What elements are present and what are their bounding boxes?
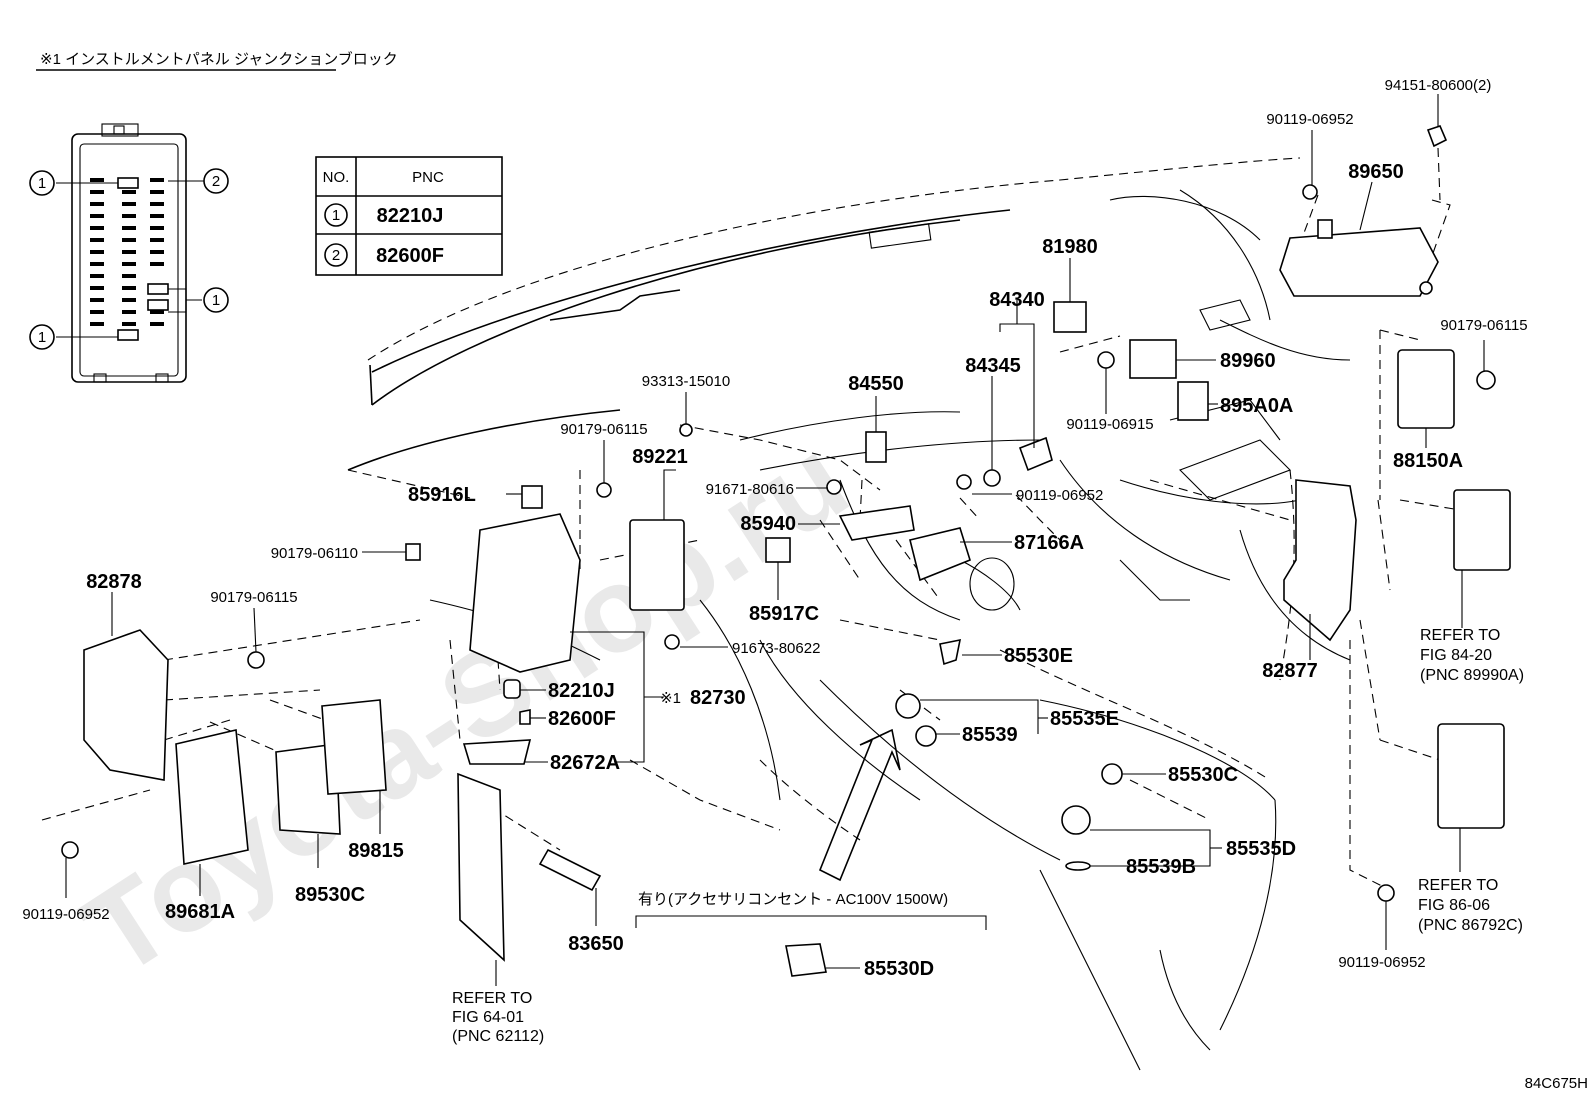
part-82672A: 82672A: [550, 752, 620, 774]
part-84340: 84340: [989, 289, 1045, 311]
part-90119-06915: 90119-06915: [1066, 416, 1153, 433]
part-85530E: 85530E: [1004, 645, 1073, 667]
part-82210J: 82210J: [548, 680, 615, 702]
callout-circle: [29, 324, 55, 350]
callout-circle: [203, 287, 229, 313]
part-82730-marker: ※1: [660, 690, 681, 707]
part-81980: 81980: [1042, 236, 1098, 258]
part-85535D: 85535D: [1226, 838, 1296, 860]
part-82600F: 82600F: [548, 708, 616, 730]
refer-notes: REFER TO FIG 84-20 (PNC 89990A) REFER TO…: [452, 627, 1524, 1045]
part-85530C: 85530C: [1168, 764, 1238, 786]
figure-code: 84C675H: [1525, 1075, 1588, 1092]
part-90119-06952: 90119-06952: [1266, 111, 1353, 128]
part-94151-80600: 94151-80600(2): [1385, 77, 1492, 94]
callout-number: 1: [212, 292, 220, 309]
refer-62112-line3: (PNC 62112): [452, 1028, 544, 1045]
callout-circle: [29, 170, 55, 196]
header-note: ※1 インストルメントパネル ジャンクションブロック: [40, 50, 398, 68]
part-89960: 89960: [1220, 350, 1276, 372]
part-90179-06115: 90179-06115: [1440, 317, 1527, 334]
part-91671-80616: 91671-80616: [706, 481, 794, 498]
part-82878: 82878: [86, 571, 142, 593]
junction-block: 1 2 1 1: [29, 123, 229, 383]
refer-86792C-line2: FIG 86-06: [1418, 897, 1490, 914]
refer-62112-line1: REFER TO: [452, 990, 532, 1007]
part-82877: 82877: [1262, 660, 1318, 682]
legend-row-pnc: 82210J: [377, 205, 444, 227]
legend-row-pnc: 82600F: [376, 245, 444, 267]
instrument-panel-outline: [347, 157, 1351, 1071]
part-85539B: 85539B: [1126, 856, 1196, 878]
part-90119-06952-c: 90119-06952: [22, 906, 109, 923]
legend-col-no: NO.: [323, 169, 350, 186]
part-84345: 84345: [965, 355, 1021, 377]
part-895A0A: 895A0A: [1220, 395, 1293, 417]
callout-number: 2: [212, 173, 220, 190]
part-85539: 85539: [962, 724, 1018, 746]
refer-89990A-line3: (PNC 89990A): [1420, 667, 1524, 684]
part-85530D: 85530D: [864, 958, 934, 980]
callout-number: 1: [38, 329, 46, 346]
refer-86792C-line1: REFER TO: [1418, 877, 1498, 894]
part-labels: 94151-80600(2) 90119-06952 89650 81980 8…: [22, 77, 1527, 980]
part-90179-06115-b: 90179-06115: [560, 421, 647, 438]
part-85917C: 85917C: [749, 603, 819, 625]
refer-62112-line2: FIG 64-01: [452, 1009, 524, 1026]
part-84550: 84550: [848, 373, 904, 395]
part-89681A: 89681A: [165, 901, 235, 923]
legend-col-pnc: PNC: [412, 169, 444, 186]
part-93313-15010: 93313-15010: [642, 373, 730, 390]
callout-number: 1: [38, 175, 46, 192]
part-85940: 85940: [740, 513, 796, 535]
callout-circle: [203, 168, 229, 194]
part-90119-06952-d: 90119-06952: [1338, 954, 1425, 971]
part-90179-06110: 90179-06110: [271, 545, 358, 562]
part-85535E: 85535E: [1050, 708, 1119, 730]
component-sketches: [61, 125, 1511, 977]
refer-86792C-line3: (PNC 86792C): [1418, 917, 1523, 934]
part-88150A: 88150A: [1393, 450, 1463, 472]
part-82730: 82730: [690, 687, 746, 709]
part-90179-06115-c: 90179-06115: [210, 589, 297, 606]
part-87166A: 87166A: [1014, 532, 1084, 554]
part-89530C: 89530C: [295, 884, 365, 906]
part-83650: 83650: [568, 933, 624, 955]
part-85916L: 85916L: [408, 484, 476, 506]
refer-89990A-line1: REFER TO: [1420, 627, 1500, 644]
part-89650: 89650: [1348, 161, 1404, 183]
legend-table: NO. PNC 1 82210J 2 82600F: [315, 156, 503, 276]
legend-row-no: 2: [332, 247, 340, 264]
part-89221: 89221: [632, 446, 688, 468]
legend-row-no: 1: [332, 207, 340, 224]
part-89815: 89815: [348, 840, 404, 862]
accessory-note: 有り(アクセサリコンセント - AC100V 1500W): [638, 891, 948, 908]
refer-89990A-line2: FIG 84-20: [1420, 647, 1492, 664]
part-90119-06952-b: 90119-06952: [1016, 487, 1103, 504]
label-leaders: [65, 94, 1485, 986]
part-91673-80622: 91673-80622: [732, 640, 820, 657]
